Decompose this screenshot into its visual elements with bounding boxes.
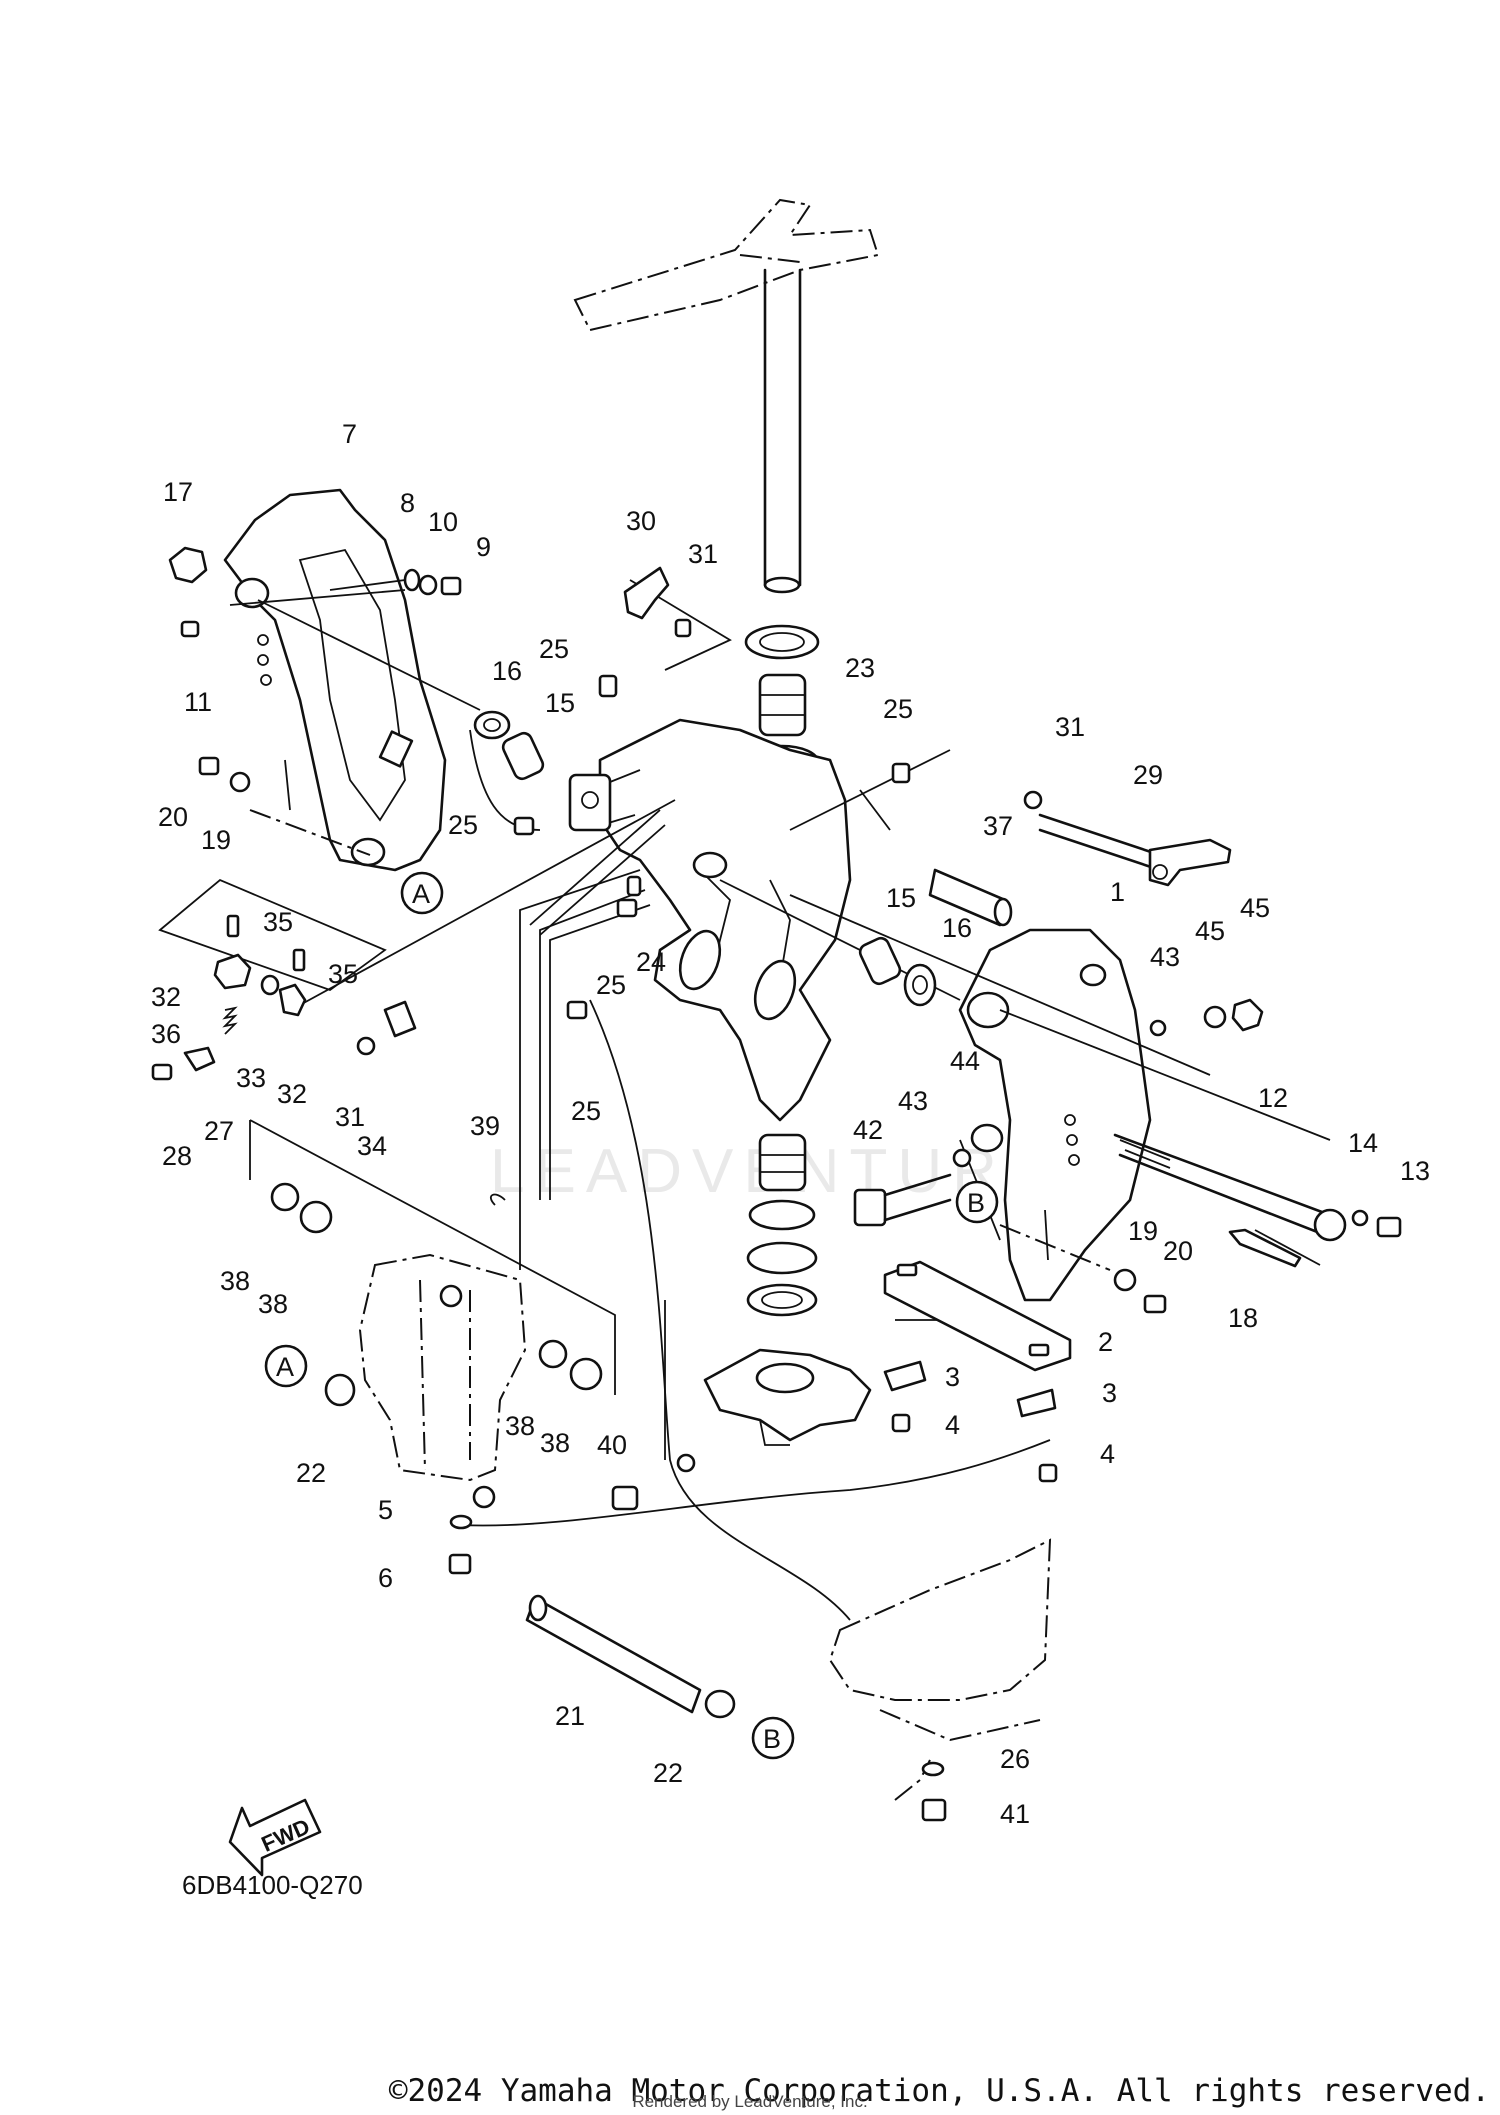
callout-17: 17 bbox=[163, 477, 193, 507]
wire-routing bbox=[459, 729, 1051, 1621]
callout-39: 39 bbox=[470, 1111, 500, 1141]
shaft-21 bbox=[525, 1594, 702, 1714]
callout-35b: 35 bbox=[328, 959, 358, 989]
callout-23: 23 bbox=[845, 653, 875, 683]
callout-16b: 16 bbox=[942, 913, 972, 943]
callout-27: 27 bbox=[204, 1116, 234, 1146]
callout-25b: 25 bbox=[883, 694, 913, 724]
callout-3: 3 bbox=[945, 1362, 960, 1392]
clamp-bracket-left bbox=[223, 488, 447, 872]
steering-bushing-stack-lower bbox=[746, 1133, 818, 1317]
callout-31b: 31 bbox=[1055, 712, 1085, 742]
callout-6: 6 bbox=[378, 1563, 393, 1593]
trim-unit-phantom bbox=[358, 1253, 527, 1509]
callout-22b: 22 bbox=[653, 1758, 683, 1788]
callout-2: 2 bbox=[1098, 1327, 1113, 1357]
tiller-handle-phantom bbox=[573, 198, 880, 332]
callout-32: 32 bbox=[151, 982, 181, 1012]
callout-40: 40 bbox=[597, 1430, 627, 1460]
callout-12: 12 bbox=[1258, 1083, 1288, 1113]
lower-mount-yoke bbox=[703, 1348, 872, 1446]
callout-5: 5 bbox=[378, 1495, 393, 1525]
callout-25d: 25 bbox=[596, 970, 626, 1000]
callout-36: 36 bbox=[151, 1019, 181, 1049]
callout-43: 43 bbox=[1150, 942, 1180, 972]
callout-8: 8 bbox=[400, 488, 415, 518]
svg-text:B: B bbox=[967, 1188, 985, 1218]
callout-18: 18 bbox=[1228, 1303, 1258, 1333]
assembly-lines bbox=[158, 579, 1331, 1395]
callout-33: 33 bbox=[236, 1063, 266, 1093]
drawing-code: 6DB4100-Q270 bbox=[182, 1870, 363, 1900]
clamp-bracket-right bbox=[958, 928, 1152, 1302]
callout-4: 4 bbox=[945, 1410, 960, 1440]
callout-31c: 31 bbox=[335, 1102, 365, 1132]
callout-15: 15 bbox=[545, 688, 575, 718]
callout-44: 44 bbox=[950, 1046, 980, 1076]
callout-10: 10 bbox=[428, 507, 458, 537]
callout-19: 19 bbox=[201, 825, 231, 855]
swivel-bracket bbox=[568, 718, 852, 1122]
callout-25: 25 bbox=[539, 634, 569, 664]
callout-9: 9 bbox=[476, 532, 491, 562]
callout-42: 42 bbox=[853, 1115, 883, 1145]
svg-text:A: A bbox=[276, 1352, 294, 1382]
callout-41: 41 bbox=[1000, 1799, 1030, 1829]
pin-37 bbox=[928, 868, 1013, 927]
callout-26: 26 bbox=[1000, 1744, 1030, 1774]
callout-15b: 15 bbox=[886, 883, 916, 913]
callout-16: 16 bbox=[492, 656, 522, 686]
callout-20b: 20 bbox=[1163, 1236, 1193, 1266]
callout-3b: 3 bbox=[1102, 1378, 1117, 1408]
callout-35: 35 bbox=[263, 907, 293, 937]
callout-34: 34 bbox=[357, 1131, 387, 1161]
hardware bbox=[151, 546, 1402, 1822]
reference-mark-b-upper: B bbox=[955, 1180, 999, 1224]
callout-4b: 4 bbox=[1100, 1439, 1115, 1469]
callout-25c: 25 bbox=[448, 810, 478, 840]
callout-20: 20 bbox=[158, 802, 188, 832]
callout-31: 31 bbox=[688, 539, 718, 569]
callout-29: 29 bbox=[1133, 760, 1163, 790]
callout-19b: 19 bbox=[1128, 1216, 1158, 1246]
copyright-notice: ©2024 Yamaha Motor Corporation, U.S.A. A… bbox=[388, 2073, 1490, 2109]
callout-25e: 25 bbox=[571, 1096, 601, 1126]
bolt-42 bbox=[853, 1173, 952, 1227]
callout-30: 30 bbox=[626, 506, 656, 536]
callout-37: 37 bbox=[983, 811, 1013, 841]
callout-38c: 38 bbox=[505, 1411, 535, 1441]
svg-text:B: B bbox=[763, 1724, 781, 1754]
rendered-by-notice: Rendered by LeadVenture, Inc. bbox=[632, 2092, 868, 2111]
callout-7: 7 bbox=[342, 419, 357, 449]
callout-numbers: 1 2 3 3 4 4 5 6 7 8 9 10 11 12 13 14 15 … bbox=[151, 419, 1430, 1829]
callout-38: 38 bbox=[220, 1266, 250, 1296]
callout-21: 21 bbox=[555, 1701, 585, 1731]
callout-22: 22 bbox=[296, 1458, 326, 1488]
callout-11: 11 bbox=[184, 687, 212, 717]
callout-28: 28 bbox=[162, 1141, 192, 1171]
callout-1: 1 bbox=[1110, 877, 1125, 907]
reference-mark-a-lower: A bbox=[264, 1344, 308, 1388]
callout-43b: 43 bbox=[898, 1086, 928, 1116]
callout-13: 13 bbox=[1400, 1156, 1430, 1186]
callout-14: 14 bbox=[1348, 1128, 1378, 1158]
fwd-arrow-icon: FWD bbox=[228, 1798, 322, 1877]
through-tube bbox=[1113, 1133, 1347, 1242]
callout-45b: 45 bbox=[1240, 893, 1270, 923]
callout-32b: 32 bbox=[277, 1079, 307, 1109]
svg-text:A: A bbox=[412, 879, 430, 909]
steering-shaft bbox=[763, 268, 802, 594]
callout-45: 45 bbox=[1195, 916, 1225, 946]
callout-38d: 38 bbox=[540, 1428, 570, 1458]
callout-38b: 38 bbox=[258, 1289, 288, 1319]
callout-24: 24 bbox=[636, 947, 666, 977]
reference-mark-a-upper: A bbox=[400, 871, 444, 915]
tilt-lever-29 bbox=[1038, 813, 1232, 887]
reference-mark-b-lower: B bbox=[751, 1716, 795, 1760]
